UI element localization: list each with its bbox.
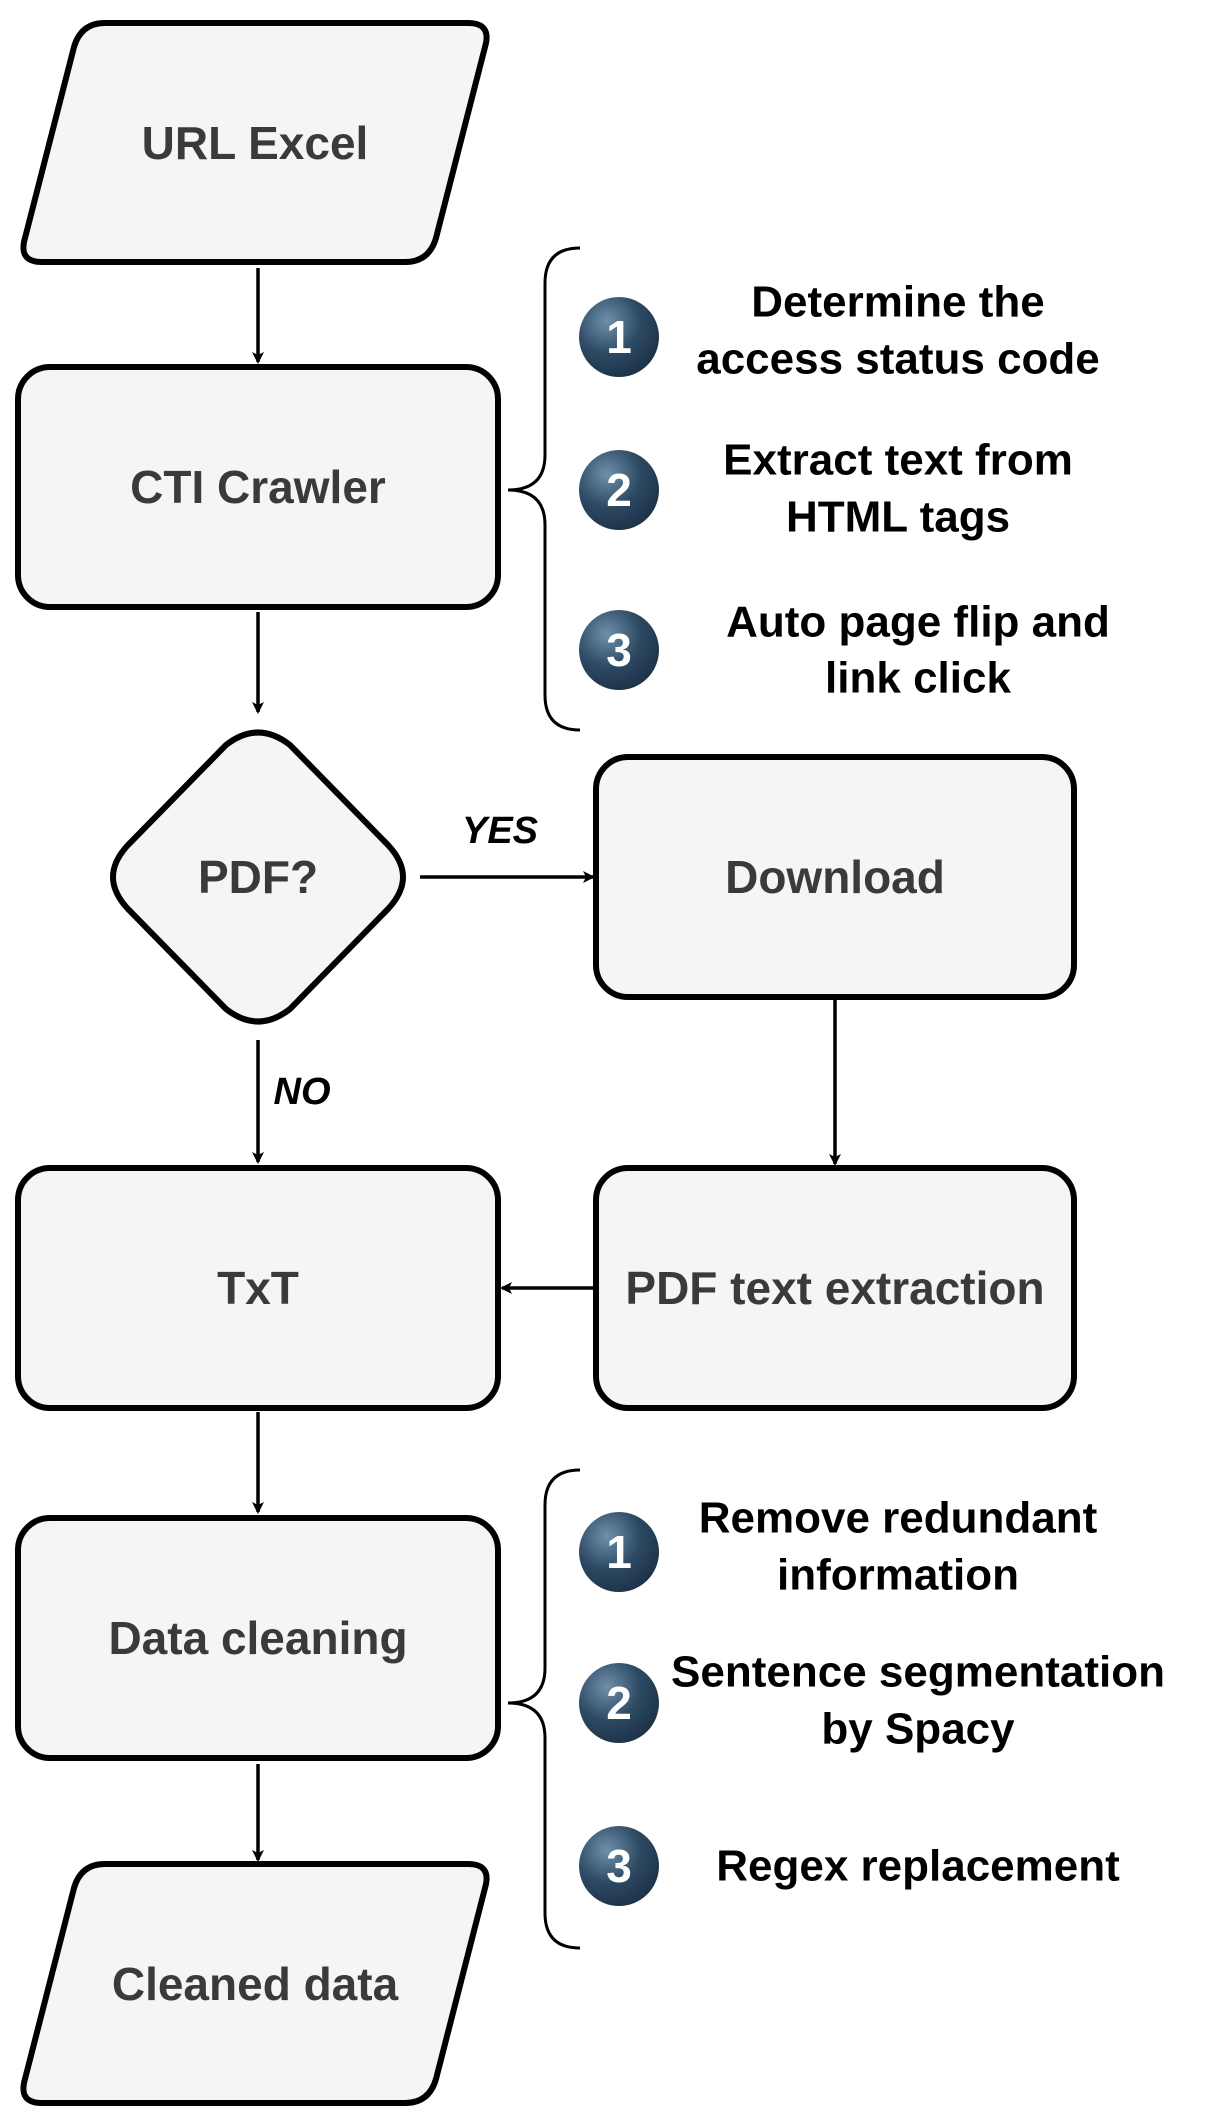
- node-label-pdf-decision: PDF?: [198, 851, 318, 903]
- step-line-2: link click: [825, 654, 1011, 703]
- crawler-step-2: 2 Extract text from HTML tags: [579, 436, 1073, 542]
- step-number: 3: [606, 1840, 632, 1892]
- node-txt: TxT: [15, 1165, 501, 1411]
- cleaning-step-3: 3 Regex replacement: [579, 1826, 1120, 1906]
- step-badge: [579, 297, 659, 377]
- step-number: 3: [606, 624, 632, 676]
- step-line-2: HTML tags: [786, 493, 1010, 542]
- node-pdf-text-extraction: PDF text extraction: [593, 1165, 1077, 1411]
- step-line-1: Sentence segmentation: [671, 1648, 1165, 1697]
- node-label-txt: TxT: [217, 1262, 299, 1314]
- node-label-cleaned-data: Cleaned data: [112, 1958, 399, 2010]
- cleaning-step-1: 1 Remove redundant information: [579, 1494, 1098, 1600]
- node-label-cti-crawler: CTI Crawler: [130, 461, 386, 513]
- node-pdf-decision: PDF?: [110, 729, 406, 1025]
- edge-label-no: NO: [274, 1071, 331, 1113]
- step-badge: [579, 1663, 659, 1743]
- step-number: 2: [606, 1677, 632, 1729]
- node-label-download: Download: [725, 851, 945, 903]
- step-line-1: Remove redundant: [699, 1494, 1098, 1543]
- node-label-data-cleaning: Data cleaning: [108, 1612, 407, 1664]
- node-download: Download: [593, 754, 1077, 1000]
- node-label-pdf-text-extraction: PDF text extraction: [625, 1262, 1044, 1314]
- node-data-cleaning: Data cleaning: [15, 1515, 501, 1761]
- step-line-1: Regex replacement: [716, 1842, 1120, 1891]
- step-badge: [579, 1826, 659, 1906]
- node-url-excel: URL Excel: [20, 20, 490, 265]
- node-label-url-excel: URL Excel: [142, 117, 369, 169]
- step-number: 2: [606, 464, 632, 516]
- step-badge: [579, 610, 659, 690]
- crawler-step-3: 3 Auto page flip and link click: [579, 598, 1110, 703]
- cleaning-step-2: 2 Sentence segmentation by Spacy: [579, 1648, 1165, 1754]
- brace-cleaning-steps: [507, 1468, 581, 1950]
- edge-label-yes: YES: [462, 810, 538, 852]
- crawler-step-1: 1 Determine the access status code: [579, 278, 1100, 384]
- step-number: 1: [606, 311, 632, 363]
- step-line-2: by Spacy: [821, 1705, 1015, 1754]
- step-badge: [579, 1512, 659, 1592]
- step-line-1: Determine the: [751, 278, 1044, 327]
- step-line-2: access status code: [696, 335, 1100, 384]
- step-line-2: information: [777, 1551, 1019, 1600]
- step-line-1: Auto page flip and: [726, 598, 1110, 647]
- brace-crawler-steps: [507, 246, 581, 732]
- step-line-1: Extract text from: [723, 436, 1073, 485]
- step-number: 1: [606, 1526, 632, 1578]
- edges: [252, 268, 841, 1862]
- node-cleaned-data: Cleaned data: [20, 1861, 490, 2106]
- node-cti-crawler: CTI Crawler: [15, 364, 501, 610]
- step-badge: [579, 450, 659, 530]
